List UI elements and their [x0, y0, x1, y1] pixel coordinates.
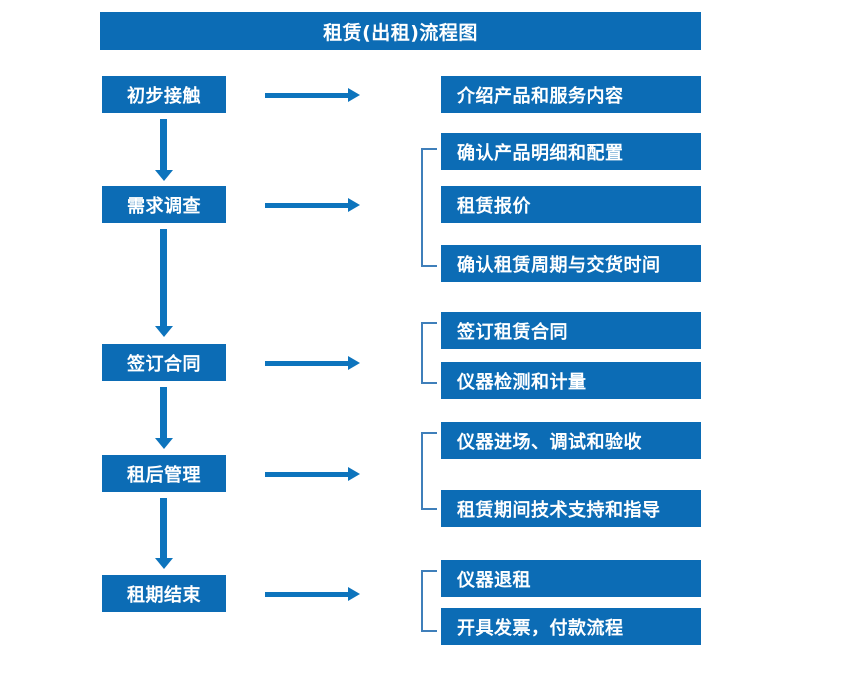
flowchart-title-bar: 租赁(出租)流程图: [100, 12, 701, 50]
detail-box[interactable]: 仪器退租: [441, 560, 701, 597]
arrow-shaft: [265, 592, 349, 597]
arrow-contract-to-aftercare-icon: [153, 387, 175, 449]
arrow-shaft: [265, 472, 349, 477]
arrow-to-requirements-icon: [265, 195, 360, 215]
detail-box[interactable]: 仪器检测和计量: [441, 362, 701, 399]
stage-box[interactable]: 需求调查: [102, 186, 226, 223]
arrow-to-contract-icon: [265, 353, 360, 373]
detail-box[interactable]: 租赁期间技术支持和指导: [441, 490, 701, 527]
stage-box-label: 需求调查: [127, 195, 201, 217]
detail-box-label: 租赁期间技术支持和指导: [457, 499, 661, 521]
detail-box[interactable]: 开具发票，付款流程: [441, 608, 701, 645]
arrow-shaft: [160, 229, 167, 327]
bracket-group-survey: [421, 148, 437, 267]
stage-box-label: 租后管理: [127, 464, 201, 486]
arrow-head: [348, 198, 360, 212]
arrow-head: [348, 356, 360, 370]
stage-box[interactable]: 租期结束: [102, 575, 226, 612]
stage-box-label: 签订合同: [127, 353, 201, 375]
arrow-shaft: [265, 93, 349, 98]
detail-box-label: 仪器退租: [457, 569, 531, 591]
arrow-shaft: [265, 361, 349, 366]
detail-box-label: 确认产品明细和配置: [457, 142, 624, 164]
detail-box-label: 开具发票，付款流程: [457, 617, 624, 639]
detail-box[interactable]: 签订租赁合同: [441, 312, 701, 349]
stage-box[interactable]: 初步接触: [102, 76, 226, 113]
detail-box[interactable]: 仪器进场、调试和验收: [441, 422, 701, 459]
detail-box-label: 仪器检测和计量: [457, 371, 587, 393]
detail-box[interactable]: 租赁报价: [441, 186, 701, 223]
arrow-contact-to-survey-icon: [153, 119, 175, 181]
detail-box-label: 确认租赁周期与交货时间: [457, 254, 661, 276]
detail-box[interactable]: 确认产品明细和配置: [441, 133, 701, 170]
arrow-shaft: [265, 203, 349, 208]
arrow-to-intro-icon: [265, 85, 360, 105]
arrow-aftercare-to-end-icon: [153, 498, 175, 569]
detail-box-label: 签订租赁合同: [457, 321, 568, 343]
stage-box[interactable]: 租后管理: [102, 455, 226, 492]
arrow-shaft: [160, 498, 167, 559]
detail-box[interactable]: 确认租赁周期与交货时间: [441, 245, 701, 282]
arrow-shaft: [160, 119, 167, 171]
detail-box-label: 租赁报价: [457, 195, 531, 217]
bracket-group-aftercare: [421, 432, 437, 510]
detail-box-label: 介绍产品和服务内容: [457, 85, 624, 107]
detail-box-label: 仪器进场、调试和验收: [457, 431, 642, 453]
bracket-group-end: [421, 570, 437, 632]
bracket-group-contract: [421, 322, 437, 384]
arrow-to-aftercare-icon: [265, 464, 360, 484]
flowchart-title-text: 租赁(出租)流程图: [323, 21, 478, 44]
stage-box-label: 租期结束: [127, 584, 201, 606]
arrow-head: [348, 88, 360, 102]
arrow-head: [155, 170, 173, 181]
stage-box[interactable]: 签订合同: [102, 344, 226, 381]
arrow-head: [155, 438, 173, 449]
arrow-head: [348, 467, 360, 481]
arrow-head: [155, 558, 173, 569]
arrow-head: [348, 587, 360, 601]
arrow-shaft: [160, 387, 167, 439]
arrow-head: [155, 326, 173, 337]
stage-box-label: 初步接触: [127, 85, 201, 107]
detail-box[interactable]: 介绍产品和服务内容: [441, 76, 701, 113]
arrow-to-end-icon: [265, 584, 360, 604]
arrow-survey-to-contract-icon: [153, 229, 175, 337]
